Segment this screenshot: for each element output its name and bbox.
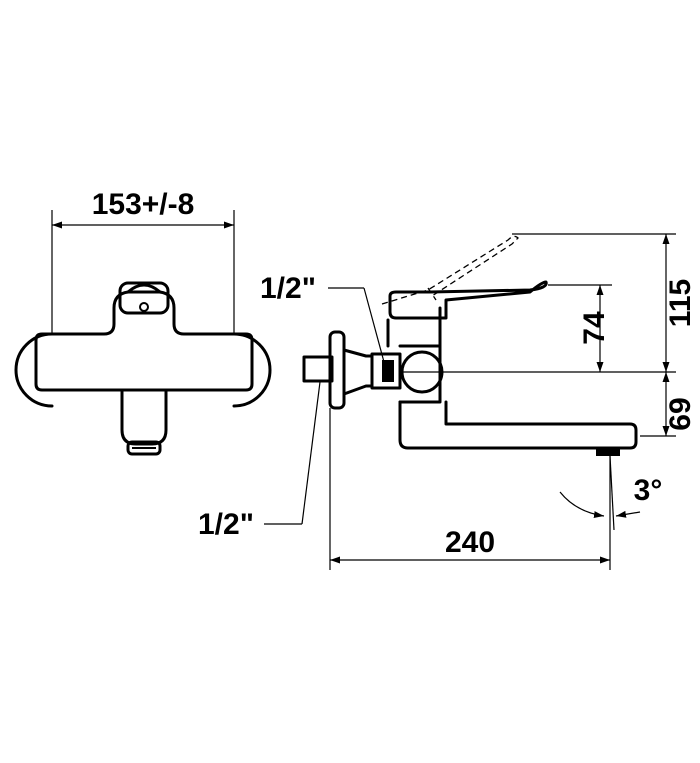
lever-open-position bbox=[381, 235, 519, 305]
knob-cap bbox=[126, 283, 162, 294]
spout-reach-label: 240 bbox=[445, 526, 495, 559]
thread-top-leader-d bbox=[363, 287, 385, 363]
right-eccentric-cap bbox=[232, 332, 272, 408]
aerator bbox=[126, 440, 162, 456]
nut-thread bbox=[382, 360, 394, 382]
side-body bbox=[398, 344, 442, 404]
angle-arc bbox=[559, 491, 605, 519]
union-nut bbox=[370, 352, 402, 390]
front-view: 153+/-8 bbox=[14, 188, 272, 456]
top-knob bbox=[118, 281, 170, 315]
lever-height-label: 74 bbox=[578, 311, 611, 345]
thread-top-label: 1/2" bbox=[260, 272, 316, 305]
wall-flange bbox=[328, 330, 346, 410]
angle-arrow-right bbox=[615, 510, 641, 518]
thread-bottom-label: 1/2" bbox=[198, 508, 254, 541]
outlet-angle-label: 3° bbox=[634, 474, 663, 507]
knob-pin bbox=[139, 302, 149, 312]
mixer-body bbox=[34, 290, 254, 392]
spout bbox=[398, 400, 638, 450]
total-height-label: 115 bbox=[664, 279, 697, 327]
lever-handle bbox=[388, 280, 548, 320]
spout-aerator bbox=[596, 448, 620, 456]
eccentric-fitting bbox=[342, 348, 374, 396]
thread-bottom-leader-v bbox=[301, 381, 321, 525]
cartridge-column bbox=[386, 306, 442, 348]
spout-height-label: 69 bbox=[664, 397, 697, 430]
center-distance-label: 153+/-8 bbox=[92, 188, 195, 221]
left-eccentric-cap bbox=[14, 332, 54, 408]
side-view: 1/2" 1/2" 115 74 69 240 3° bbox=[198, 233, 697, 570]
inlet-pipe bbox=[302, 355, 334, 383]
outlet-housing bbox=[120, 388, 168, 446]
